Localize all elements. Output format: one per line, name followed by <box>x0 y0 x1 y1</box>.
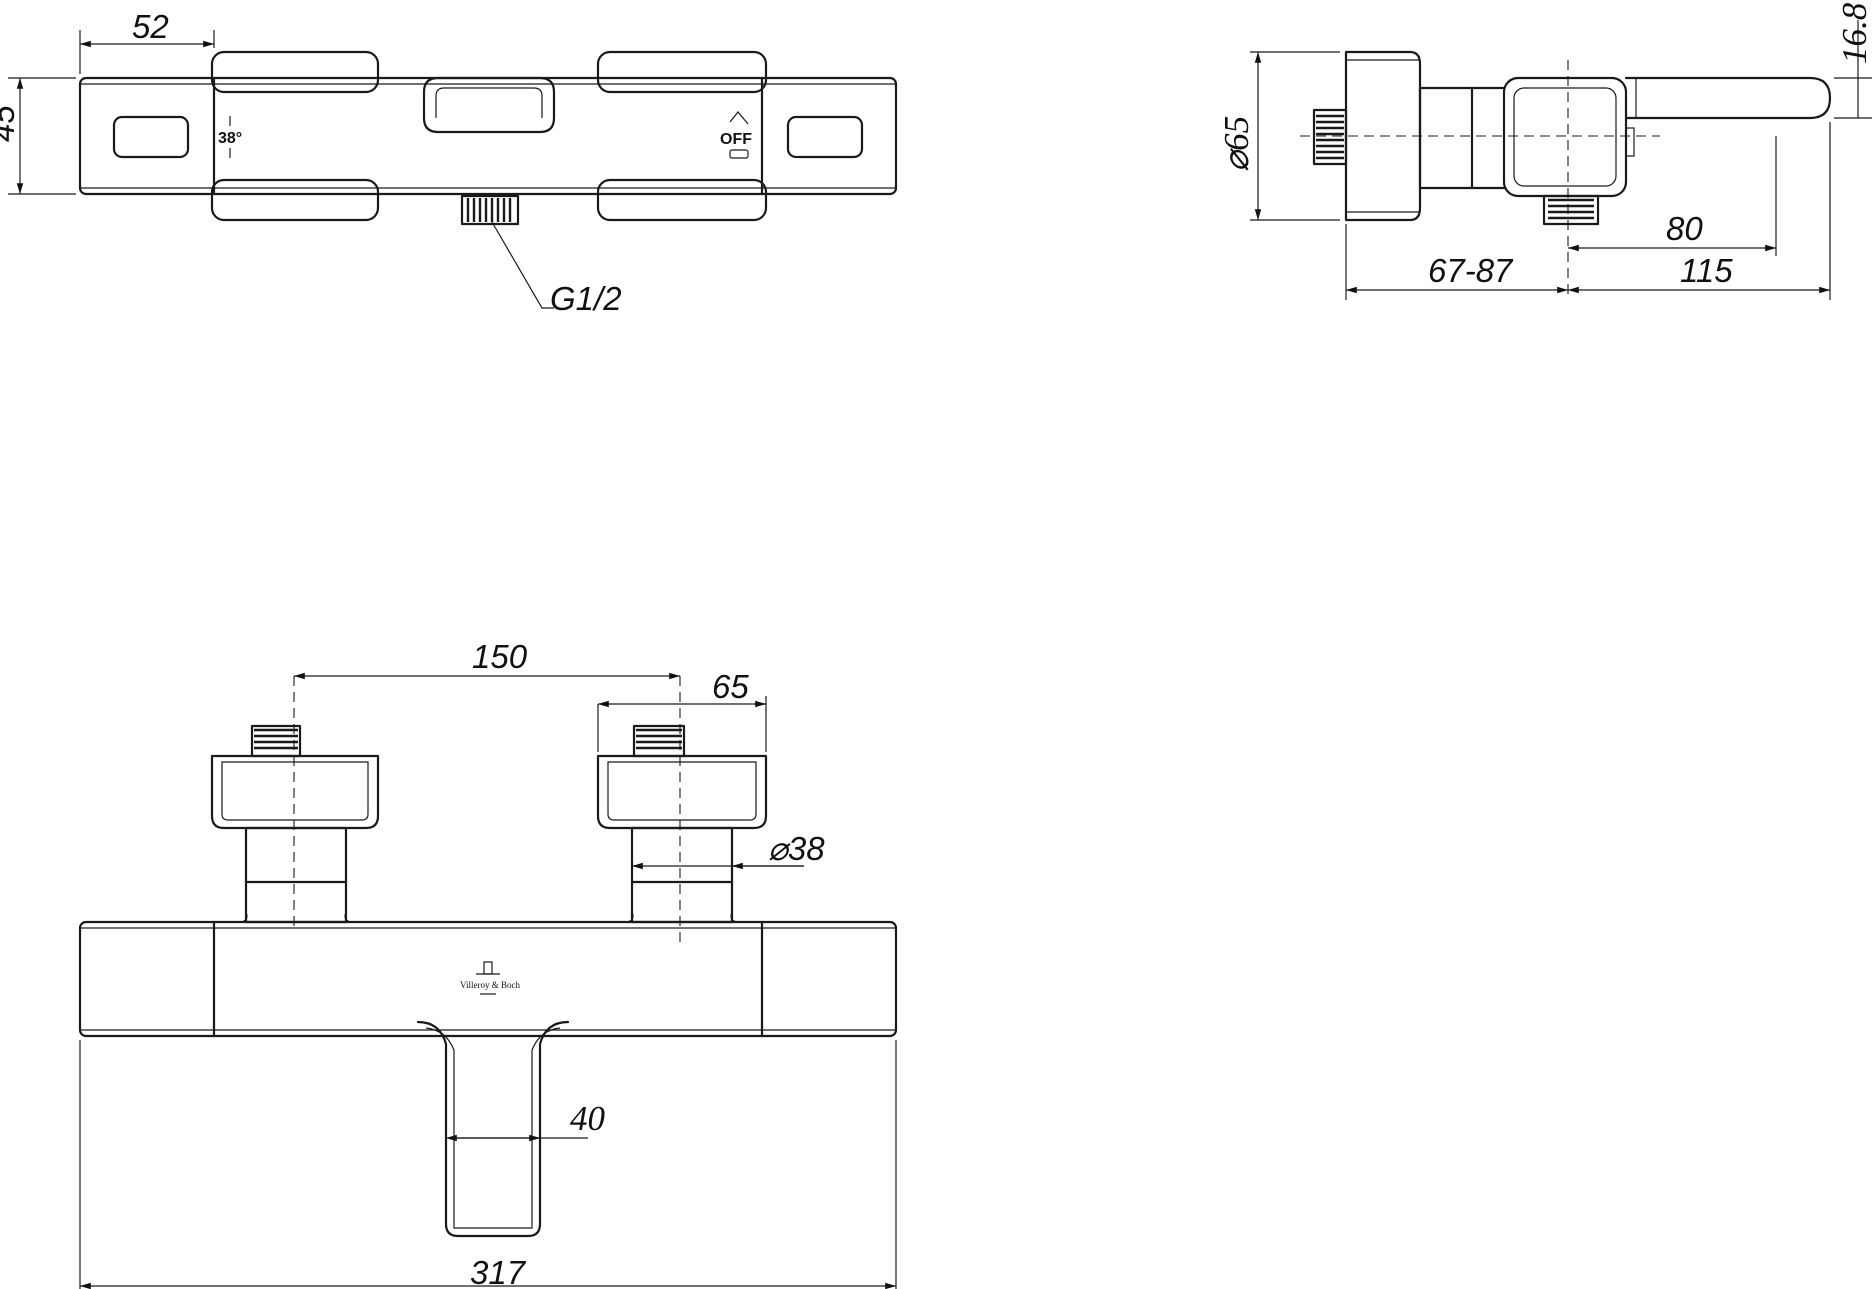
dim-45: 45 <box>0 105 21 142</box>
front-view-spout <box>416 1020 570 1238</box>
top-view-upper-left-handle <box>210 50 380 94</box>
side-view: ⌀65 16.8 80 67-87 115 <box>1217 2 1872 300</box>
side-view-flange <box>1344 50 1422 222</box>
dim-150: 150 <box>472 638 528 675</box>
top-view: 38° OFF G1/2 52 45 <box>0 8 898 317</box>
bath-icon <box>729 149 749 159</box>
top-view-right-window <box>786 115 864 159</box>
dim-diameter-38: 38 <box>788 830 825 867</box>
front-view-right-riser <box>630 826 734 924</box>
front-view-body <box>78 920 898 1038</box>
side-view-wall-thread <box>1312 108 1348 166</box>
temperature-mark: 38° <box>218 130 242 147</box>
side-view-body <box>1502 76 1628 198</box>
top-view-lower-right-handle <box>596 178 768 222</box>
diameter-symbol-38: ⌀ <box>768 830 791 867</box>
dim-67-87: 67-87 <box>1428 252 1514 289</box>
dim-317: 317 <box>470 1254 527 1289</box>
top-view-body <box>78 76 898 196</box>
outlet-thread-label: G1/2 <box>550 280 622 317</box>
front-view-right-flange <box>596 754 768 830</box>
side-view-lever <box>1624 76 1832 120</box>
front-view-left-riser <box>244 826 348 924</box>
dim-16-8: 16.8 <box>1835 2 1872 64</box>
top-view-outlet-thread <box>460 194 520 226</box>
top-view-left-window <box>112 115 190 159</box>
front-view-left-flange <box>210 754 380 830</box>
dim-115: 115 <box>1680 252 1733 289</box>
shower-icon <box>729 111 749 125</box>
dim-40: 40 <box>570 1099 606 1138</box>
dim-52: 52 <box>132 8 169 45</box>
svg-text:⌀38: ⌀38 <box>768 830 825 867</box>
front-view: Villeroy & Boch 150 65 ⌀38 40 317 <box>78 638 898 1289</box>
top-view-lower-left-handle <box>210 178 380 222</box>
dim-65-front: 65 <box>712 668 749 705</box>
side-view-outlet-thread <box>1542 194 1600 226</box>
top-view-center-hook <box>422 76 556 134</box>
brand-logo: Villeroy & Boch <box>460 961 520 995</box>
svg-text:⌀65: ⌀65 <box>1217 116 1256 172</box>
dim-80: 80 <box>1666 210 1703 247</box>
brand-logo-text: Villeroy & Boch <box>460 980 520 990</box>
off-mark: OFF <box>720 131 752 148</box>
top-view-upper-right-handle <box>596 50 768 94</box>
dim-diameter-65: 65 <box>1217 116 1256 151</box>
diameter-symbol-65: ⌀ <box>1217 148 1256 172</box>
